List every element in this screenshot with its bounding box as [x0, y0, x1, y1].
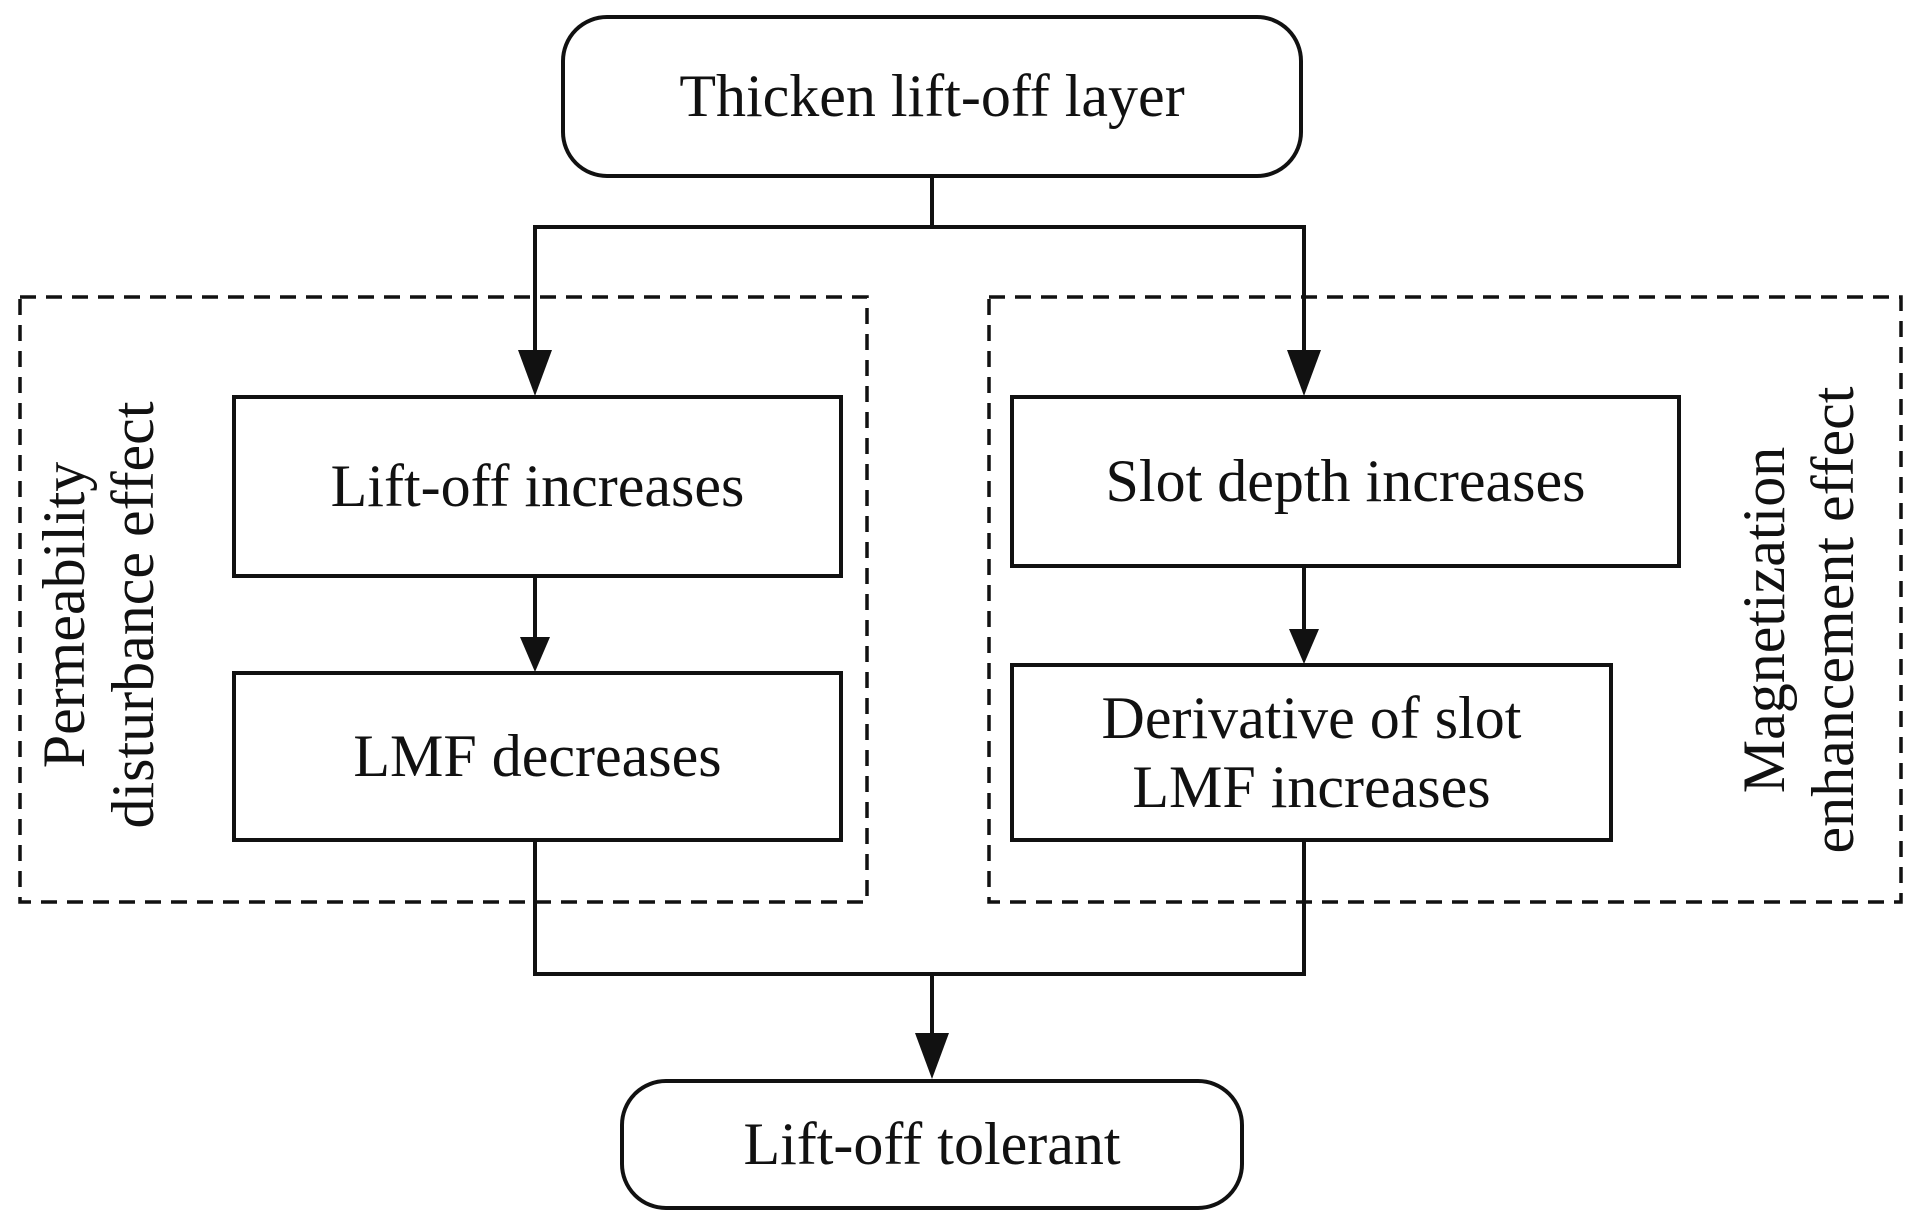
left-step2-label: LMF decreases [353, 723, 722, 789]
arrow-to-left-step1 [518, 350, 552, 396]
left-group-label: Permeability disturbance effect [30, 315, 180, 915]
start-node-label: Thicken lift-off layer [679, 63, 1185, 129]
right-step1-label: Slot depth increases [1105, 448, 1586, 514]
right-step2-label-line2: LMF increases [1132, 753, 1491, 820]
arrow-to-left-step2 [520, 637, 550, 672]
left-group-label-line1: Permeability [31, 461, 97, 769]
arrow-to-right-step2 [1289, 629, 1319, 664]
end-node-label: Lift-off tolerant [743, 1111, 1121, 1177]
right-group-label-line1: Magnetization [1731, 446, 1797, 794]
right-group-label-line2: enhancement effect [1800, 386, 1866, 854]
right-group-label: Magnetization enhancement effect [1730, 320, 1880, 920]
bottom-merge-connector [533, 840, 1306, 976]
top-split-connector-right [932, 225, 1306, 353]
left-step1-label: Lift-off increases [330, 453, 745, 519]
top-split-connector [533, 176, 934, 353]
left-group-frame [18, 295, 869, 904]
left-group-label-line2: disturbance effect [100, 401, 166, 829]
right-step1-box: Slot depth increases [1010, 395, 1681, 568]
end-node: Lift-off tolerant [620, 1079, 1244, 1210]
arrow-to-right-step1 [1287, 350, 1321, 396]
left-step1-box: Lift-off increases [232, 395, 843, 578]
left-step2-box: LMF decreases [232, 671, 843, 842]
right-group-frame [987, 295, 1903, 904]
start-node: Thicken lift-off layer [561, 15, 1303, 178]
arrow-to-end-node [915, 1033, 949, 1079]
right-step2-label-line1: Derivative of slot [1101, 684, 1522, 751]
right-step2-box: Derivative of slot LMF increases [1010, 663, 1613, 842]
